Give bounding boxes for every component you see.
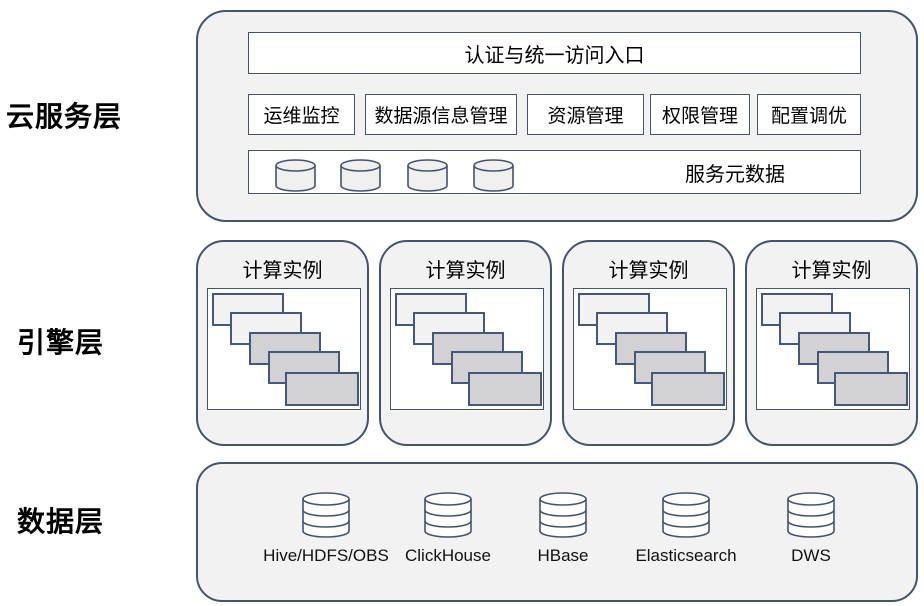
instance-stack-box: [390, 288, 544, 410]
data-store-label: DWS: [791, 546, 831, 565]
data-store-label: ClickHouse: [405, 546, 491, 565]
data-store-label: Hive/HDFS/OBS: [263, 546, 389, 565]
database-cylinder-icon: [275, 159, 316, 192]
stacked-card: [651, 372, 725, 406]
service-metadata-label: 服务元数据: [685, 161, 785, 186]
stacked-card: [285, 372, 359, 406]
cloud-service-layer-panel: 认证与统一访问入口 运维监控 数据源信息管理 资源管理 权限管理 配置调优 服务…: [196, 10, 918, 222]
compute-instance-title: 计算实例: [791, 258, 872, 282]
module-box-config-tuning: 配置调优: [757, 94, 861, 135]
instance-stack-box: [756, 288, 910, 410]
database-cylinder-icon: [302, 492, 350, 538]
auth-unified-entry-bar: 认证与统一访问入口: [248, 32, 861, 74]
instance-stack-box: [207, 288, 361, 410]
service-metadata-bar: 服务元数据: [248, 150, 861, 194]
compute-instance-card: 计算实例: [562, 240, 735, 446]
module-box-datasource-info-mgmt: 数据源信息管理: [365, 94, 517, 135]
compute-instance-card: 计算实例: [196, 240, 369, 446]
data-store-label: Elasticsearch: [635, 546, 737, 565]
database-cylinder-icon: [662, 492, 710, 538]
stacked-card: [468, 372, 542, 406]
database-cylinder-icon: [473, 159, 514, 192]
compute-instance-title: 计算实例: [608, 258, 689, 282]
compute-instance-title: 计算实例: [242, 258, 323, 282]
database-cylinder-icon: [340, 159, 381, 192]
compute-instance-card: 计算实例: [379, 240, 552, 446]
data-layer-panel: Hive/HDFS/OBS ClickHouse HBase Elasticse…: [196, 462, 918, 602]
stacked-card: [834, 372, 908, 406]
data-store-label: HBase: [537, 546, 589, 565]
engine-layer-row: 计算实例 计算实例 计算实例 计算实例: [196, 240, 918, 446]
data-store-item: DWS: [731, 492, 891, 566]
database-cylinder-icon: [787, 492, 835, 538]
module-box-ops-monitoring: 运维监控: [248, 94, 355, 135]
data-store-item: Hive/HDFS/OBS: [246, 492, 406, 566]
data-store-item: HBase: [483, 492, 643, 566]
auth-unified-entry-label: 认证与统一访问入口: [464, 42, 645, 67]
database-cylinder-icon: [424, 492, 472, 538]
layer-label-engine: 引擎层: [17, 326, 105, 359]
module-box-permission-mgmt: 权限管理: [650, 94, 750, 135]
compute-instance-title: 计算实例: [425, 258, 506, 282]
data-store-item: ClickHouse: [368, 492, 528, 566]
data-store-item: Elasticsearch: [606, 492, 766, 566]
database-cylinder-icon: [407, 159, 448, 192]
database-cylinder-icon: [539, 492, 587, 538]
instance-stack-box: [573, 288, 727, 410]
module-box-resource-mgmt: 资源管理: [527, 94, 644, 135]
layer-label-cloud-service: 云服务层: [6, 100, 123, 133]
compute-instance-card: 计算实例: [745, 240, 918, 446]
layer-label-data: 数据层: [17, 505, 105, 538]
